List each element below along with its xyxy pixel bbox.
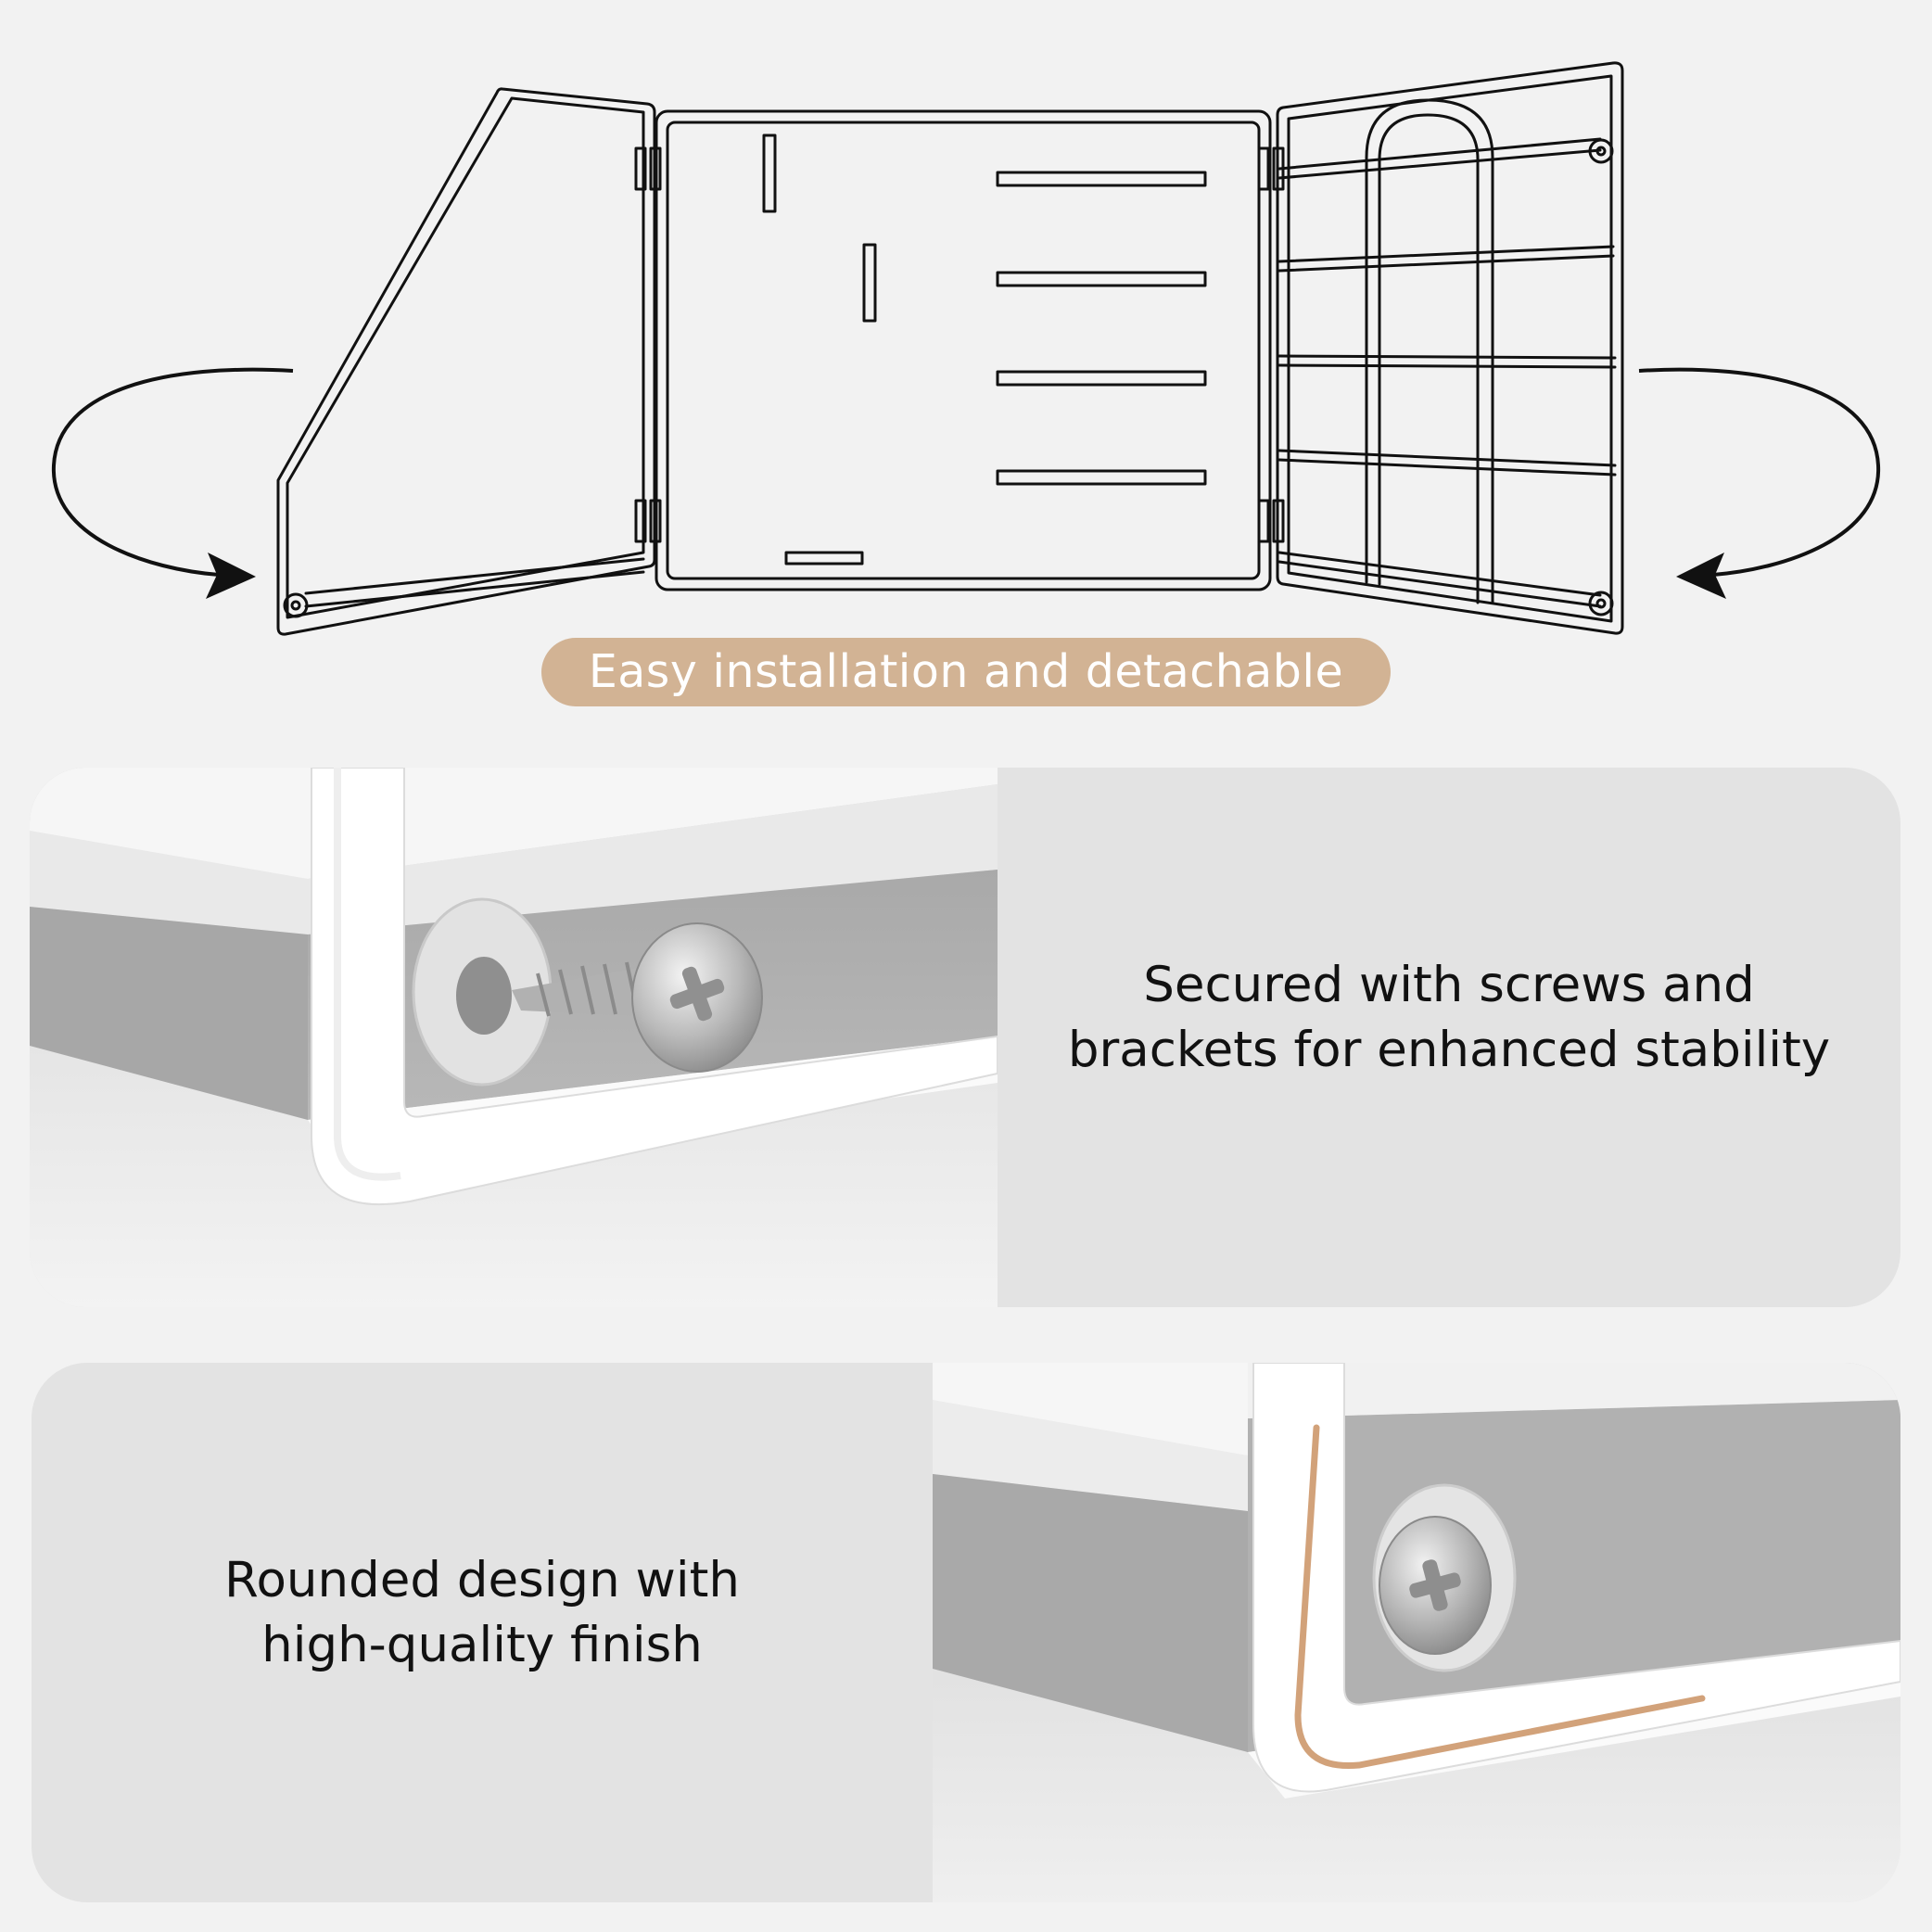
center-panel [655, 109, 1272, 591]
right-arrowhead [1676, 553, 1726, 599]
screw-bracket-photo [30, 768, 998, 1307]
screws-caption-line2: brackets for enhanced stability [1067, 1022, 1831, 1078]
left-door-panel [276, 87, 662, 636]
installation-banner: Easy installation and detachable [541, 638, 1391, 706]
rounded-accent-curve [1294, 1424, 1706, 1770]
rounded-caption-line2: high-quality finish [261, 1617, 703, 1673]
feature-card-rounded: Rounded design with high-quality finish [32, 1363, 1900, 1902]
right-door-rack [1257, 61, 1624, 635]
left-arrowhead [206, 553, 256, 599]
phillips-screw-icon [1409, 1559, 1461, 1611]
rounded-caption: Rounded design with high-quality finish [32, 1548, 933, 1678]
rounded-caption-line1: Rounded design with [224, 1552, 740, 1608]
rotate-left-arrow-icon [51, 367, 294, 577]
rotate-right-arrow-icon [1638, 367, 1881, 577]
phillips-screw-icon [669, 966, 725, 1022]
cabinet-organizer-line-diagram [51, 61, 1881, 636]
screws-caption: Secured with screws and brackets for enh… [998, 953, 1900, 1083]
rounded-corner-photo [933, 1363, 1900, 1902]
feature-card-screws: Secured with screws and brackets for enh… [30, 768, 1900, 1307]
screws-caption-line1: Secured with screws and [1143, 957, 1755, 1013]
